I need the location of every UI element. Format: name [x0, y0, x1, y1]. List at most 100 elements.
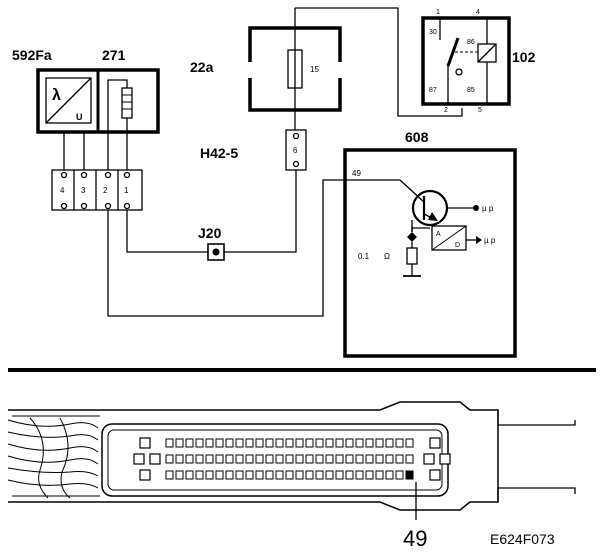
connector-pin: [245, 454, 254, 464]
connector-pin: [245, 438, 254, 448]
connector-pin: [315, 438, 324, 448]
connector-pin: [185, 470, 194, 480]
ecu-pin-label: 49: [352, 169, 361, 178]
resistor-unit: Ω: [384, 252, 390, 261]
relay-pos-label: 2: [444, 107, 448, 114]
figure-code: E624F073: [490, 531, 555, 547]
connector-pin: [345, 438, 354, 448]
relay-label: 102: [512, 49, 536, 65]
connector-pin: [385, 470, 394, 480]
connector-pin: [265, 438, 274, 448]
resistor-value: 0.1: [358, 252, 370, 261]
connector-pin: [395, 454, 404, 464]
cable-bundle-icon: [7, 417, 99, 499]
connector-pin: [235, 438, 244, 448]
lambda-symbol: λ: [52, 87, 61, 104]
heater-label: 271: [102, 47, 126, 63]
relay-pos-label: 4: [476, 9, 480, 16]
plug-pin-label: 3: [81, 186, 86, 195]
ecu-608: 49 µ p A D µ p: [343, 148, 517, 358]
relay-coil-icon: [477, 18, 497, 104]
connector-pin: [365, 454, 374, 464]
connector-pin: [195, 470, 204, 480]
adc-d-label: D: [455, 242, 460, 249]
shunt-resistor-icon: [403, 242, 421, 277]
connector-pin: [175, 438, 184, 448]
connector-pin: [355, 438, 364, 448]
connector-pin: [295, 470, 304, 480]
connector-pin: [285, 454, 294, 464]
connector-pin: [395, 438, 404, 448]
connector-pin: [225, 454, 234, 464]
connector-pin: [305, 438, 314, 448]
connector-pin: [405, 438, 414, 448]
connector-pin: [185, 454, 194, 464]
relay-pin-label: 86: [467, 39, 475, 46]
connector-pin: [215, 438, 224, 448]
connector-pin: [335, 470, 344, 480]
connector-pin: [245, 470, 254, 480]
connector-pin: [385, 438, 394, 448]
plug-pin-label: 4: [60, 186, 65, 195]
adc-circuit: A D: [407, 225, 482, 251]
connector-pin: [405, 454, 414, 464]
connector-pin: [175, 454, 184, 464]
splice-label: J20: [198, 225, 222, 241]
connector-pin: [365, 470, 374, 480]
connector-pin: [275, 454, 284, 464]
lambda-sensor-label: 592Fa: [12, 47, 52, 63]
connector-pin: [215, 470, 224, 480]
connector-pin: [305, 470, 314, 480]
connector-pin-label: 6: [293, 146, 298, 155]
connector-pin: [175, 470, 184, 480]
transistor-icon: [399, 179, 479, 232]
relay-pos-label: 5: [478, 107, 482, 114]
connector-pin: [355, 470, 364, 480]
connector-pin: [195, 438, 204, 448]
heater-element-icon: [107, 79, 133, 132]
fuse-box-label: 22a: [190, 59, 214, 75]
connector-pin: [375, 454, 384, 464]
connector-pin: [375, 470, 384, 480]
wire-j20-to-connector: [224, 170, 297, 253]
plug-pin-label: 2: [103, 186, 108, 195]
relay-pin-label: 85: [467, 87, 475, 94]
relay-switch-icon: [439, 18, 478, 104]
connector-pin: [185, 438, 194, 448]
connector-pin: [265, 470, 274, 480]
connector-pin: [205, 470, 214, 480]
ecu-connector-drawing: [7, 401, 576, 511]
connector-pin: [325, 438, 334, 448]
connector-pin: [165, 454, 174, 464]
connector-pin: [315, 470, 324, 480]
connector-pin: [195, 454, 204, 464]
relay-102: 1 4 2 5 30 86 87 85: [421, 9, 511, 114]
relay-pin-label: 30: [429, 29, 437, 36]
pin-callout-label: 49: [403, 526, 427, 551]
connector-pin: [325, 454, 334, 464]
connector-pin: [275, 470, 284, 480]
connector-pin: [375, 438, 384, 448]
connector-pin: [385, 454, 394, 464]
connector-pin: [295, 454, 304, 464]
connector-pin: [265, 454, 274, 464]
connector-pin: [235, 454, 244, 464]
connector-h42-5: 6: [285, 129, 307, 171]
connector-pin: [285, 438, 294, 448]
connector-pin: [395, 470, 404, 480]
fuse-number: 15: [310, 65, 319, 74]
wire-fuse-to-relay: [295, 7, 463, 117]
connector-pin: [225, 470, 234, 480]
connector-pin: [205, 438, 214, 448]
ecu-label: 608: [405, 129, 429, 145]
voltage-symbol: U: [76, 112, 83, 122]
connector-pin: [255, 470, 264, 480]
relay-pos-label: 1: [436, 9, 440, 16]
connector-pin: [305, 454, 314, 464]
connector-pin: [215, 454, 224, 464]
connector-pin: [365, 438, 374, 448]
connector-pin: [355, 454, 364, 464]
connector-pin: [335, 438, 344, 448]
splice-j20: [207, 243, 225, 261]
